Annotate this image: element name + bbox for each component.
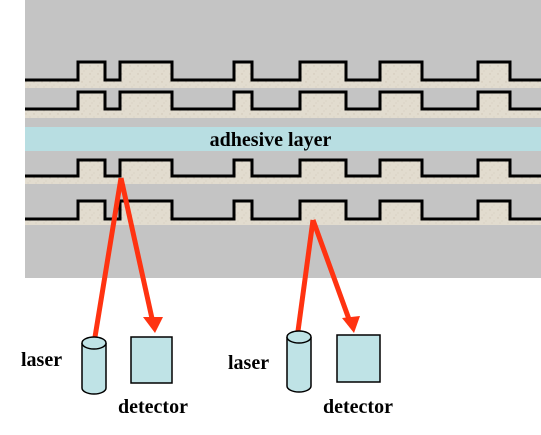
disc-layer-fill-1 [25, 62, 541, 88]
disc-layer-fill-2 [25, 92, 541, 118]
pit-layers [25, 60, 541, 225]
laser-beam-right [295, 219, 353, 332]
beam-reflected-left [118, 177, 156, 324]
disc-layer-fill-4 [25, 201, 541, 225]
disc-layer-fill-3 [25, 160, 541, 184]
disc-layer-profile-4 [25, 199, 541, 221]
beam-arrowhead-right [342, 316, 360, 333]
laser-label-left: laser [21, 349, 63, 371]
beam-arrowhead-left [143, 317, 163, 333]
beam-incident-right [295, 219, 316, 332]
adhesive-layer-label: adhesive layer [209, 129, 332, 151]
laser-right [286, 330, 312, 393]
laser-left [81, 336, 107, 395]
disc-layer-profile-1 [25, 60, 541, 82]
beam-incident-left [92, 177, 124, 338]
adhesive-layer-band [25, 127, 541, 151]
disc-layer-profile-2 [25, 90, 541, 111]
detector-label-right: detector [323, 396, 393, 418]
detector-left [130, 336, 173, 384]
laser-label-right: laser [228, 352, 270, 374]
laser-beam-left [92, 177, 156, 338]
disc-layer-profile-3 [25, 158, 541, 178]
detector-right [336, 334, 381, 383]
detector-label-left: detector [118, 396, 188, 418]
beam-reflected-right [310, 219, 353, 323]
